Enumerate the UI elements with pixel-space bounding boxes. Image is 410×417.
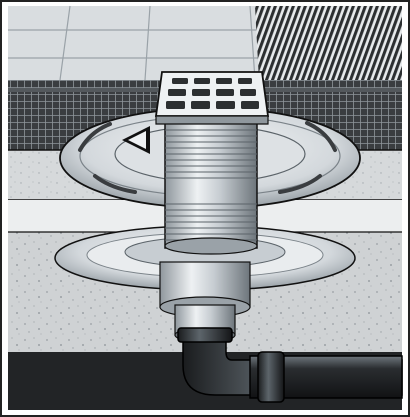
drain-grate	[154, 71, 270, 125]
tile-adhesive-ribs	[255, 6, 402, 100]
tile-floor	[8, 5, 402, 100]
drain-pipe	[177, 327, 403, 403]
threaded-riser	[164, 117, 258, 255]
